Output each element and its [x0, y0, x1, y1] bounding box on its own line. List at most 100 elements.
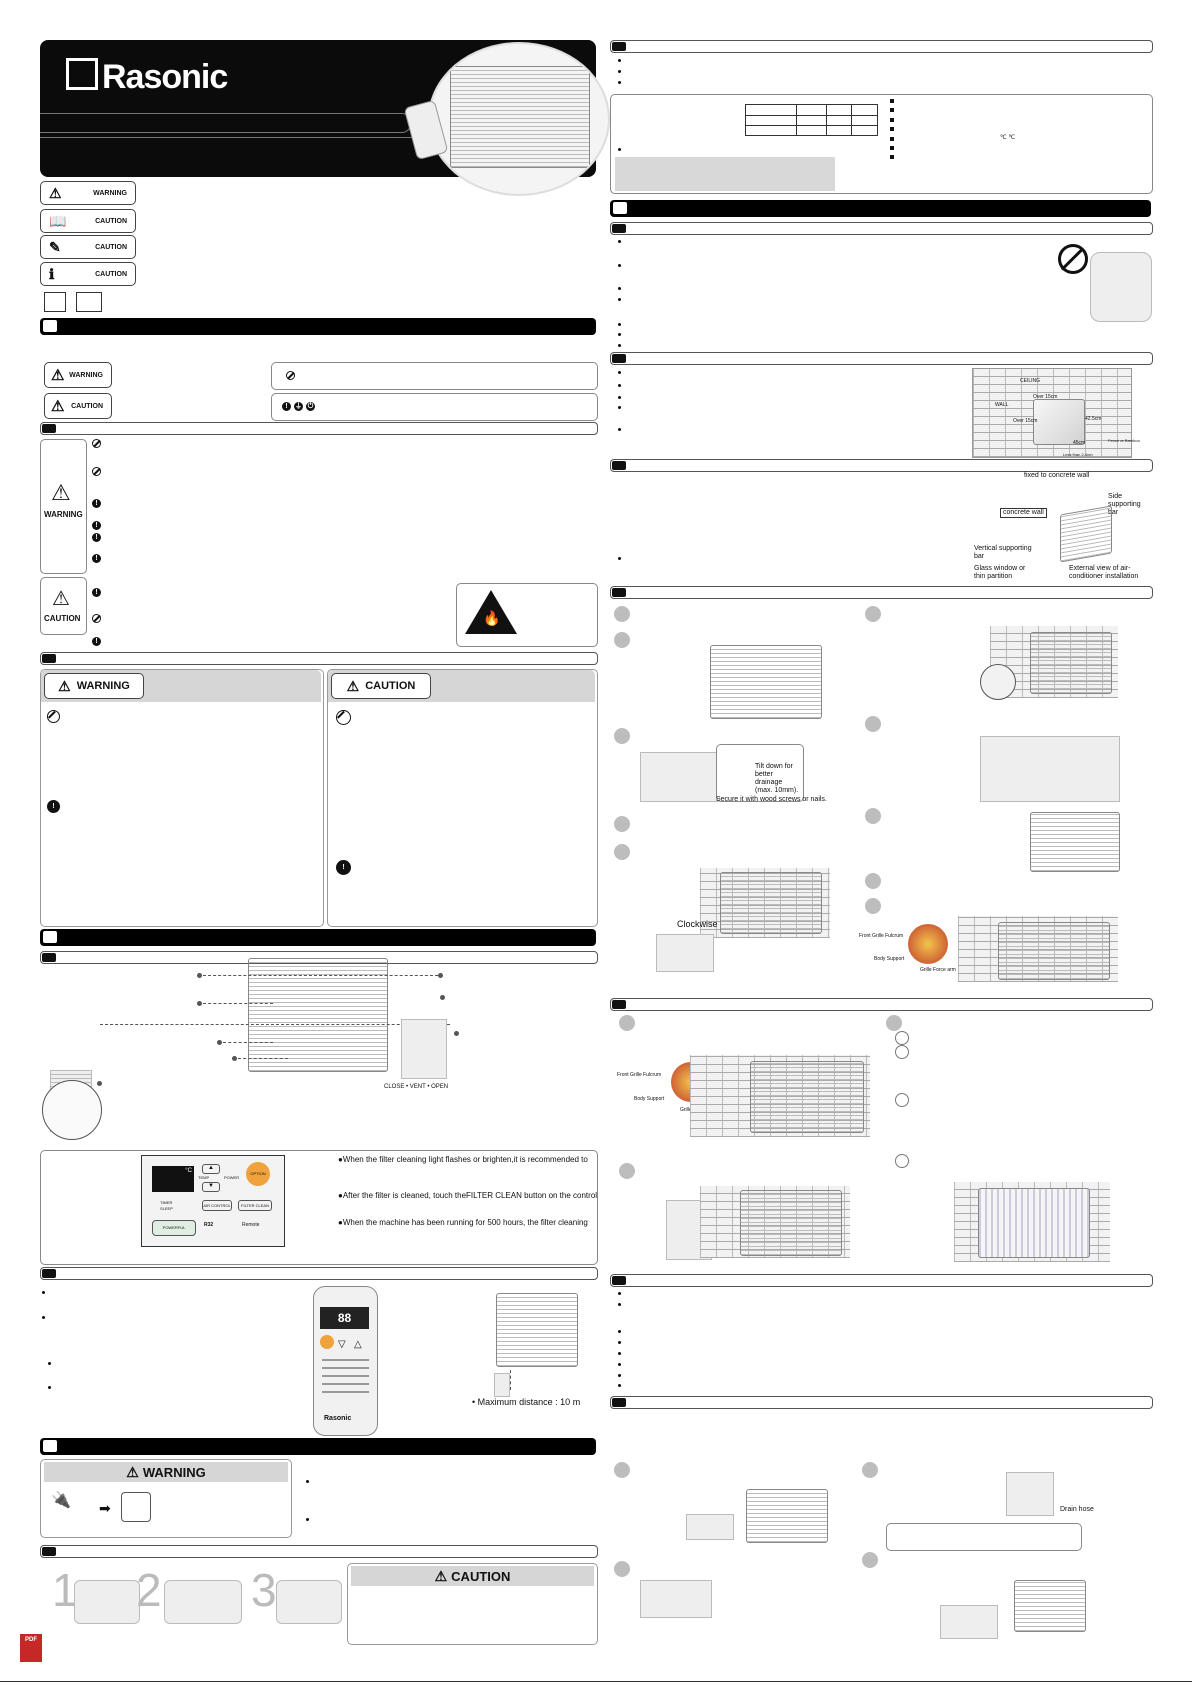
mandatory-icon: !: [92, 533, 101, 542]
label-vertical-bar: Vertical supporting bar: [974, 545, 1032, 560]
prohibited-icon: [92, 439, 101, 448]
caution-panel-title: ⚠CAUTION: [331, 673, 431, 699]
r32-label: R32: [204, 1222, 214, 1228]
air-conditioner-remote-target: [496, 1293, 578, 1367]
service-manual-icon: ✎: [49, 238, 61, 255]
unplug-icon: ⏻: [306, 402, 315, 411]
subsection-header-location: [610, 222, 1153, 235]
front-grille-fulcrum-label: Front Grille Fulcrum: [859, 933, 904, 939]
mandatory-icon: !: [92, 521, 101, 530]
filter-note-2: ●After the filter is cleaned, touch theF…: [338, 1191, 598, 1200]
pdf-icon[interactable]: PDF: [20, 1634, 42, 1662]
max-distance-label: • Maximum distance : 10 m: [472, 1397, 581, 1407]
ground-icon: ⏚: [294, 402, 303, 411]
timer-label: TIMER: [160, 1200, 173, 1205]
sleep-label: SLEEP: [160, 1206, 173, 1211]
powerful-button[interactable]: POWERFUL: [152, 1220, 196, 1236]
filter-note-3: ●When the machine has been running for 5…: [338, 1218, 588, 1227]
install-step-3-frame: [640, 752, 718, 802]
label-fixed-to-concrete: fixed to concrete wall: [1024, 472, 1090, 479]
subsection-header-install-steps: [610, 586, 1153, 599]
section-header-installation: [610, 200, 1151, 217]
flammable-refrigerant-box: 🔥: [456, 583, 598, 647]
flame-icon: 🔥: [483, 610, 501, 626]
prohibited-icon: [336, 710, 351, 725]
install-step-right-3-illustration: [1030, 812, 1120, 872]
air-conditioner-diagram: [248, 958, 388, 1072]
temp-down-button[interactable]: ▼: [202, 1182, 220, 1192]
drainage-tool-detail: [686, 1514, 734, 1540]
electrical-warning-title: ⚠WARNING: [44, 1462, 288, 1482]
remote-button-grid[interactable]: [322, 1359, 369, 1393]
caution-label-manual: 📖CAUTION: [40, 209, 136, 233]
section-header-parts: [40, 929, 596, 946]
install-step-right-2-illustration: [980, 736, 1120, 802]
power-label: POWER: [224, 1175, 240, 1180]
battery-step-3-number: 3: [251, 1564, 277, 1616]
product-photo-circle: [428, 42, 610, 196]
zoom-detail-circle: [980, 664, 1016, 700]
remote-power-button[interactable]: [320, 1335, 334, 1349]
filter-note-1: ●When the filter cleaning light flashes …: [338, 1155, 588, 1164]
remote-pointing-icon: [494, 1373, 510, 1397]
battery-step-3-illustration: [276, 1580, 342, 1624]
install-step-2-illustration: [710, 645, 822, 719]
label-external-view: External view of air-conditioner install…: [1069, 565, 1139, 580]
label-glass-window: Glass window or thin partition: [974, 565, 1026, 580]
remote-brand: Rasonic: [324, 1415, 352, 1422]
secure-note: Secure it with wood screws or nails.: [716, 796, 827, 803]
electrical-warning-panel: ⚠WARNING 🔌 ➡: [40, 1459, 292, 1538]
prohibited-icon: [286, 371, 295, 380]
outlet-icon: [121, 1492, 151, 1522]
subsection-header-filter: [610, 998, 1153, 1011]
air-control-button[interactable]: AIR CONTROL: [202, 1200, 232, 1211]
spec-temp-units: ℃ ℃: [1000, 135, 1016, 141]
body-support-label: Body Support: [874, 956, 905, 962]
subsection-header: [40, 652, 598, 665]
remote-label: Remote: [242, 1222, 260, 1228]
warning-triangle-icon: ⚠: [58, 677, 71, 694]
mandatory-icon: !: [92, 588, 101, 597]
subsection-header-drainage: [610, 1396, 1153, 1409]
caution-panel: ⚠CAUTION !: [327, 669, 598, 927]
prohibited-symbol-box: [271, 362, 598, 390]
prohibited-icon: [92, 614, 101, 623]
battery-caution-panel: ⚠CAUTION: [347, 1563, 598, 1645]
info-book-icon: [44, 292, 66, 312]
header-divider: [40, 137, 596, 138]
mandatory-icon: !: [282, 402, 291, 411]
mandatory-icon: !: [92, 554, 101, 563]
prohibited-icon: [92, 467, 101, 476]
drainage-step-3-illustration: [640, 1580, 712, 1618]
label-concrete-wall: concrete wall: [1000, 508, 1047, 518]
prohibited-icon: [47, 710, 60, 723]
mandatory-symbol-box: ! ⏚ ⏻: [271, 393, 598, 421]
filter-clean-button[interactable]: FILTER CLEAN: [238, 1200, 272, 1211]
drainage-screwdriver-detail: [940, 1605, 998, 1639]
warning-panel-title: ⚠WARNING: [44, 673, 144, 699]
battery-caution-title: ⚠CAUTION: [351, 1566, 594, 1586]
arrow-right-icon: ➡: [99, 1500, 111, 1516]
warning-triangle-icon: ⚠: [126, 1464, 139, 1480]
battery-step-2-illustration: [164, 1580, 242, 1624]
detail-zoom-circle: [908, 924, 948, 964]
mandatory-icon: !: [92, 499, 101, 508]
warning-definition-label: ⚠WARNING: [44, 362, 112, 388]
clearance-diagram: CEILING WALL Over 15cm Over 15cm 42.5cm …: [972, 368, 1140, 458]
drainage-note-box: [886, 1523, 1082, 1551]
book-icon: 📖: [49, 212, 67, 229]
option-button[interactable]: OPTION: [246, 1162, 270, 1186]
page-bottom-rule: [0, 1681, 1192, 1682]
drain-hose-label: Drain hose: [1060, 1506, 1094, 1513]
filter-step-1-illustration: [690, 1055, 870, 1137]
flame-warning-icon: ⚠: [49, 184, 62, 201]
logo-mark-icon: [66, 58, 98, 90]
mandatory-icon: !: [92, 637, 101, 646]
temp-up-button[interactable]: ▲: [202, 1164, 220, 1174]
caution-triangle-icon: ⚠: [346, 677, 360, 694]
drainage-step-4-illustration: [1014, 1580, 1086, 1632]
label-side-bar: Side supporting bar: [1108, 493, 1141, 516]
remote-down-button[interactable]: ▽: [338, 1339, 346, 1350]
remote-up-button[interactable]: △: [354, 1339, 362, 1350]
